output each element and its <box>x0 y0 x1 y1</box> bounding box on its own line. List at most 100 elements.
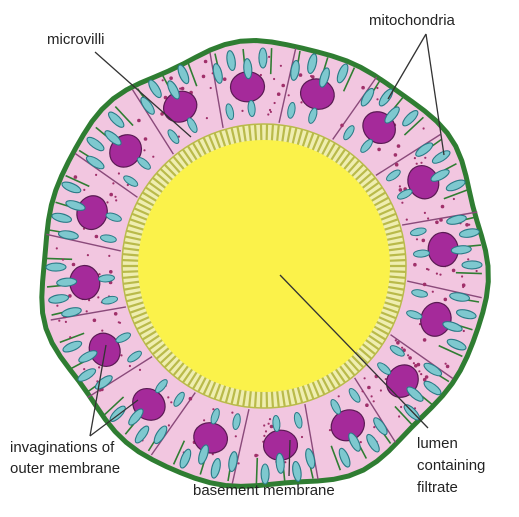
cytoplasm-dot <box>112 182 114 184</box>
cytoplasm-dot <box>371 395 373 397</box>
cytoplasm-dot <box>418 370 420 372</box>
cytoplasm-dot <box>95 174 97 176</box>
cytoplasm-dot <box>435 221 439 225</box>
label-lumen-line3: filtrate <box>417 478 458 497</box>
cytoplasm-dot <box>58 320 60 322</box>
cytoplasm-dot <box>446 365 450 369</box>
cytoplasm-dot <box>238 462 240 464</box>
cytoplasm-dot <box>152 156 154 158</box>
cytoplasm-dot <box>408 356 412 360</box>
cytoplasm-dot <box>376 87 378 89</box>
cytoplasm-dot <box>98 366 100 368</box>
cytoplasm-dot <box>109 270 113 274</box>
cytoplasm-dot <box>401 202 403 204</box>
cytoplasm-dot <box>395 339 397 341</box>
cytoplasm-dot <box>109 193 113 197</box>
cytoplasm-dot <box>462 283 466 287</box>
cytoplasm-dot <box>424 157 426 159</box>
label-lumen-line1: lumen <box>417 434 458 453</box>
cytoplasm-dot <box>268 423 270 425</box>
cytoplasm-dot <box>299 73 303 77</box>
cytoplasm-dot <box>168 424 170 426</box>
microvillus <box>123 260 140 261</box>
cytoplasm-dot <box>56 247 58 249</box>
cytoplasm-dot <box>223 77 227 81</box>
cytoplasm-dot <box>210 87 212 89</box>
cytoplasm-dot <box>427 269 429 271</box>
cytoplasm-dot <box>189 397 193 401</box>
cytoplasm-dot <box>420 373 422 375</box>
cytoplasm-dot <box>106 201 108 203</box>
cytoplasm-dot <box>401 347 403 349</box>
label-invaginations-line1: invaginations of <box>10 438 114 457</box>
cytoplasm-dot <box>424 212 426 214</box>
cytoplasm-dot <box>360 441 362 443</box>
cytoplasm-dot <box>270 111 272 113</box>
cytoplasm-dot <box>143 149 145 151</box>
membrane-infolding <box>46 258 72 259</box>
microvillus <box>388 276 405 277</box>
mitochondrion <box>462 261 482 269</box>
label-microvilli: microvilli <box>47 30 105 49</box>
cytoplasm-dot <box>280 65 282 67</box>
cytoplasm-dot <box>235 435 237 437</box>
cytoplasm-dot <box>300 101 302 103</box>
cytoplasm-dot <box>396 341 400 345</box>
cytoplasm-dot <box>399 185 401 187</box>
cytoplasm-dot <box>206 117 208 119</box>
cytoplasm-dot <box>461 275 463 277</box>
cytoplasm-dot <box>380 389 382 391</box>
cytoplasm-dot <box>129 365 131 367</box>
cytoplasm-dot <box>361 86 365 90</box>
cytoplasm-dot <box>114 312 118 316</box>
microvillus <box>272 390 273 407</box>
cytoplasm-dot <box>99 390 101 392</box>
cytoplasm-dot <box>115 199 117 201</box>
cytoplasm-dot <box>422 239 426 243</box>
cytoplasm-dot <box>395 163 399 167</box>
cytoplasm-dot <box>139 369 141 371</box>
cytoplasm-dot <box>74 175 78 179</box>
cytoplasm-dot <box>95 235 99 239</box>
cytoplasm-dot <box>364 377 366 379</box>
cytoplasm-dot <box>398 415 400 417</box>
cytoplasm-dot <box>441 205 445 209</box>
cytoplasm-dot <box>101 330 103 332</box>
cytoplasm-dot <box>65 321 67 323</box>
cytoplasm-dot <box>439 218 443 222</box>
microvillus <box>255 125 256 142</box>
cytoplasm-dot <box>376 98 378 100</box>
cytoplasm-dot <box>263 424 265 426</box>
cytoplasm-dot <box>108 255 110 257</box>
cytoplasm-dot <box>341 124 343 126</box>
cytoplasm-dot <box>83 368 85 370</box>
cytoplasm-dot <box>377 148 381 152</box>
mitochondrion <box>46 263 66 271</box>
cytoplasm-dot <box>204 60 208 64</box>
cytoplasm-dot <box>179 88 181 90</box>
cytoplasm-dot <box>288 94 290 96</box>
cytoplasm-dot <box>414 157 416 159</box>
cytoplasm-dot <box>231 412 233 414</box>
cytoplasm-dot <box>423 127 425 129</box>
mitochondrion <box>259 48 267 68</box>
cytoplasm-dot <box>476 270 478 272</box>
cytoplasm-dot <box>118 172 120 174</box>
cytoplasm-dot <box>268 56 270 58</box>
microvillus <box>124 276 141 277</box>
cytoplasm-dot <box>114 196 116 198</box>
cytoplasm-dot <box>439 274 441 276</box>
cytoplasm-dot <box>400 406 402 408</box>
cytoplasm-dot <box>338 395 340 397</box>
microvillus <box>255 390 256 407</box>
cytoplasm-dot <box>416 238 418 240</box>
cytoplasm-dot <box>423 283 427 287</box>
lumen <box>138 140 390 392</box>
cytoplasm-dot <box>452 269 456 273</box>
cytoplasm-dot <box>432 291 434 293</box>
microvillus <box>388 271 405 272</box>
cytoplasm-dot <box>365 403 369 407</box>
cytoplasm-dot <box>463 330 465 332</box>
cytoplasm-dot <box>263 435 265 437</box>
